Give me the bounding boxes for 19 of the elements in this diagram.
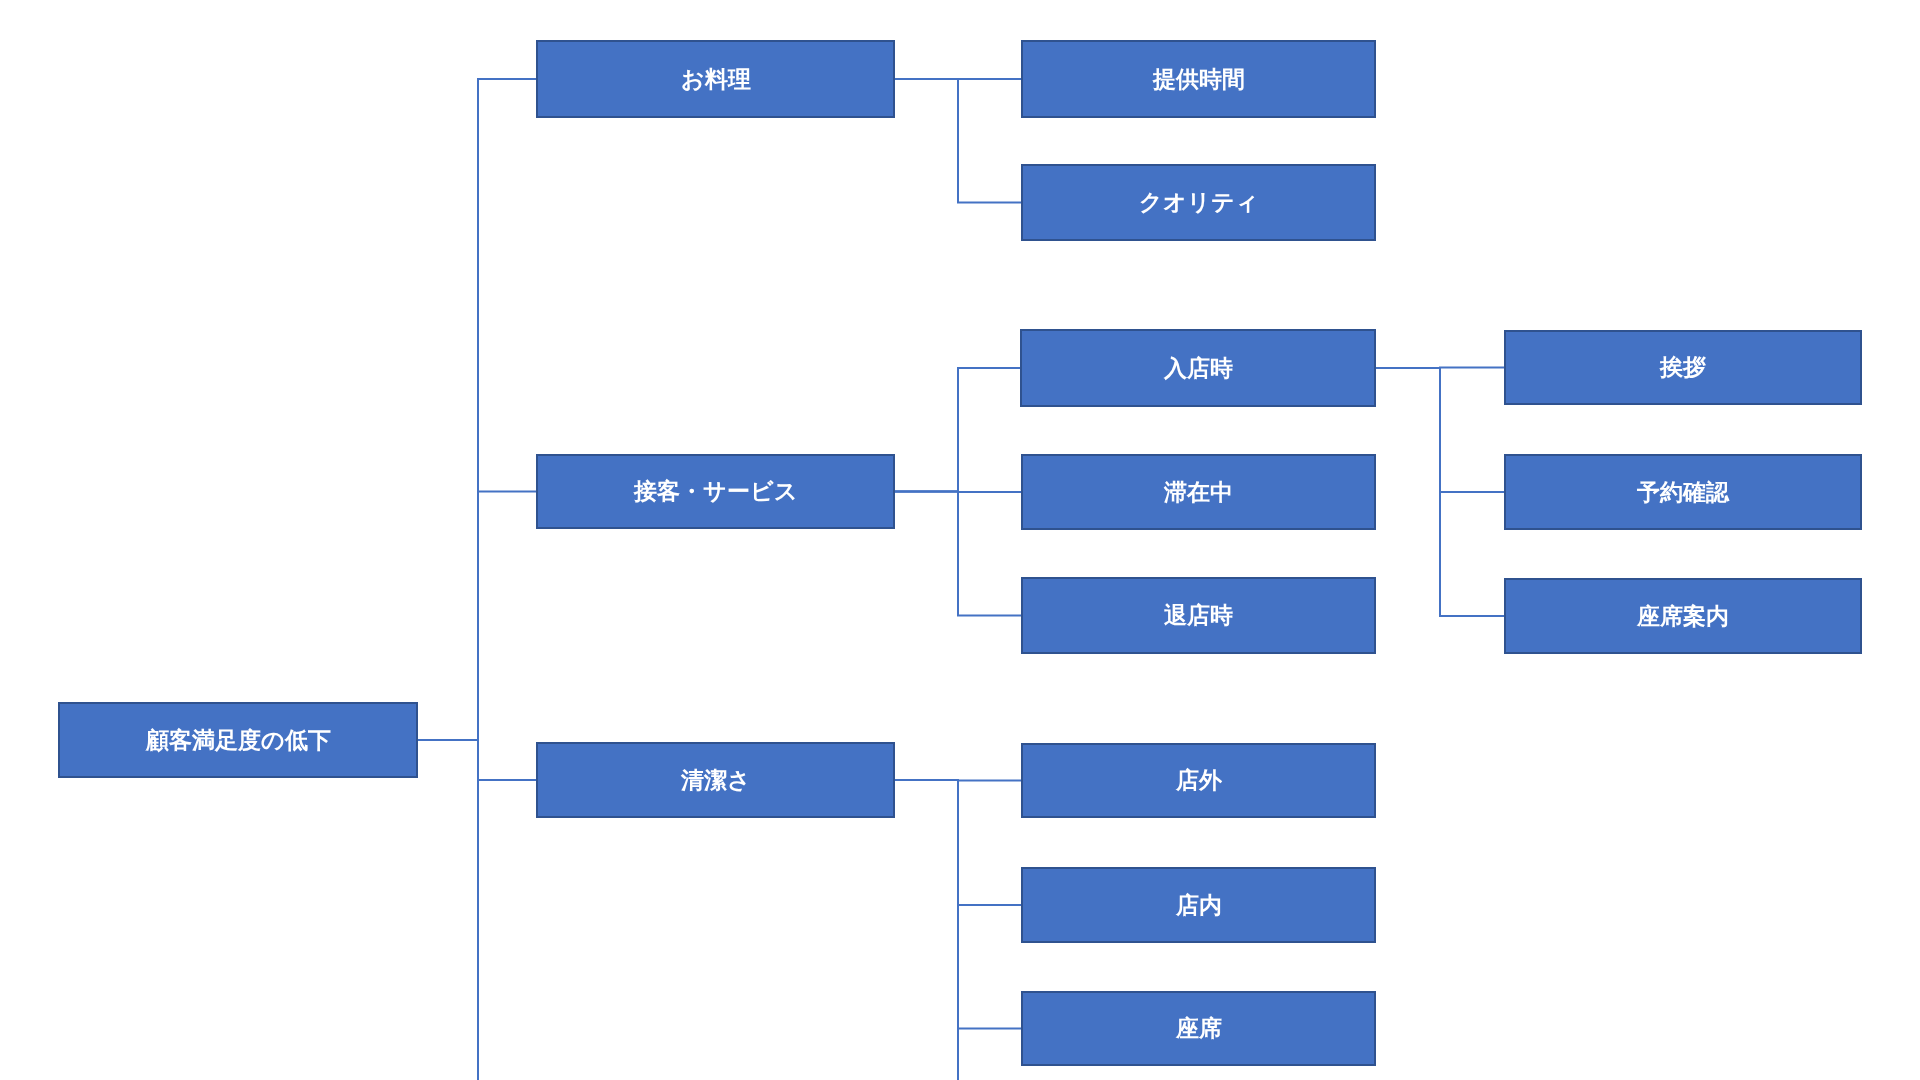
connector-line [894,78,1022,204]
process-box: 店外 [1021,743,1376,818]
process-box: お料理 [536,40,895,118]
process-box: 退店時 [1021,577,1376,654]
connector-line [1375,367,1505,617]
process-box: 提供時間 [1021,40,1376,118]
process-box: 予約確認 [1504,454,1862,530]
process-box: 滞在中 [1021,454,1376,530]
process-box: 挨拶 [1504,330,1862,405]
process-box: 接客・サービス [536,454,895,529]
process-box: クオリティ [1021,164,1376,241]
process-box: 入店時 [1020,329,1376,407]
process-box: 清潔さ [536,742,895,818]
process-box: 座席 [1021,991,1376,1066]
connector-line [894,490,1022,617]
process-box: 座席案内 [1504,578,1862,654]
process-box: 店内 [1021,867,1376,943]
connector-line [894,779,959,1080]
process-box: 顧客満足度の低下 [58,702,418,778]
